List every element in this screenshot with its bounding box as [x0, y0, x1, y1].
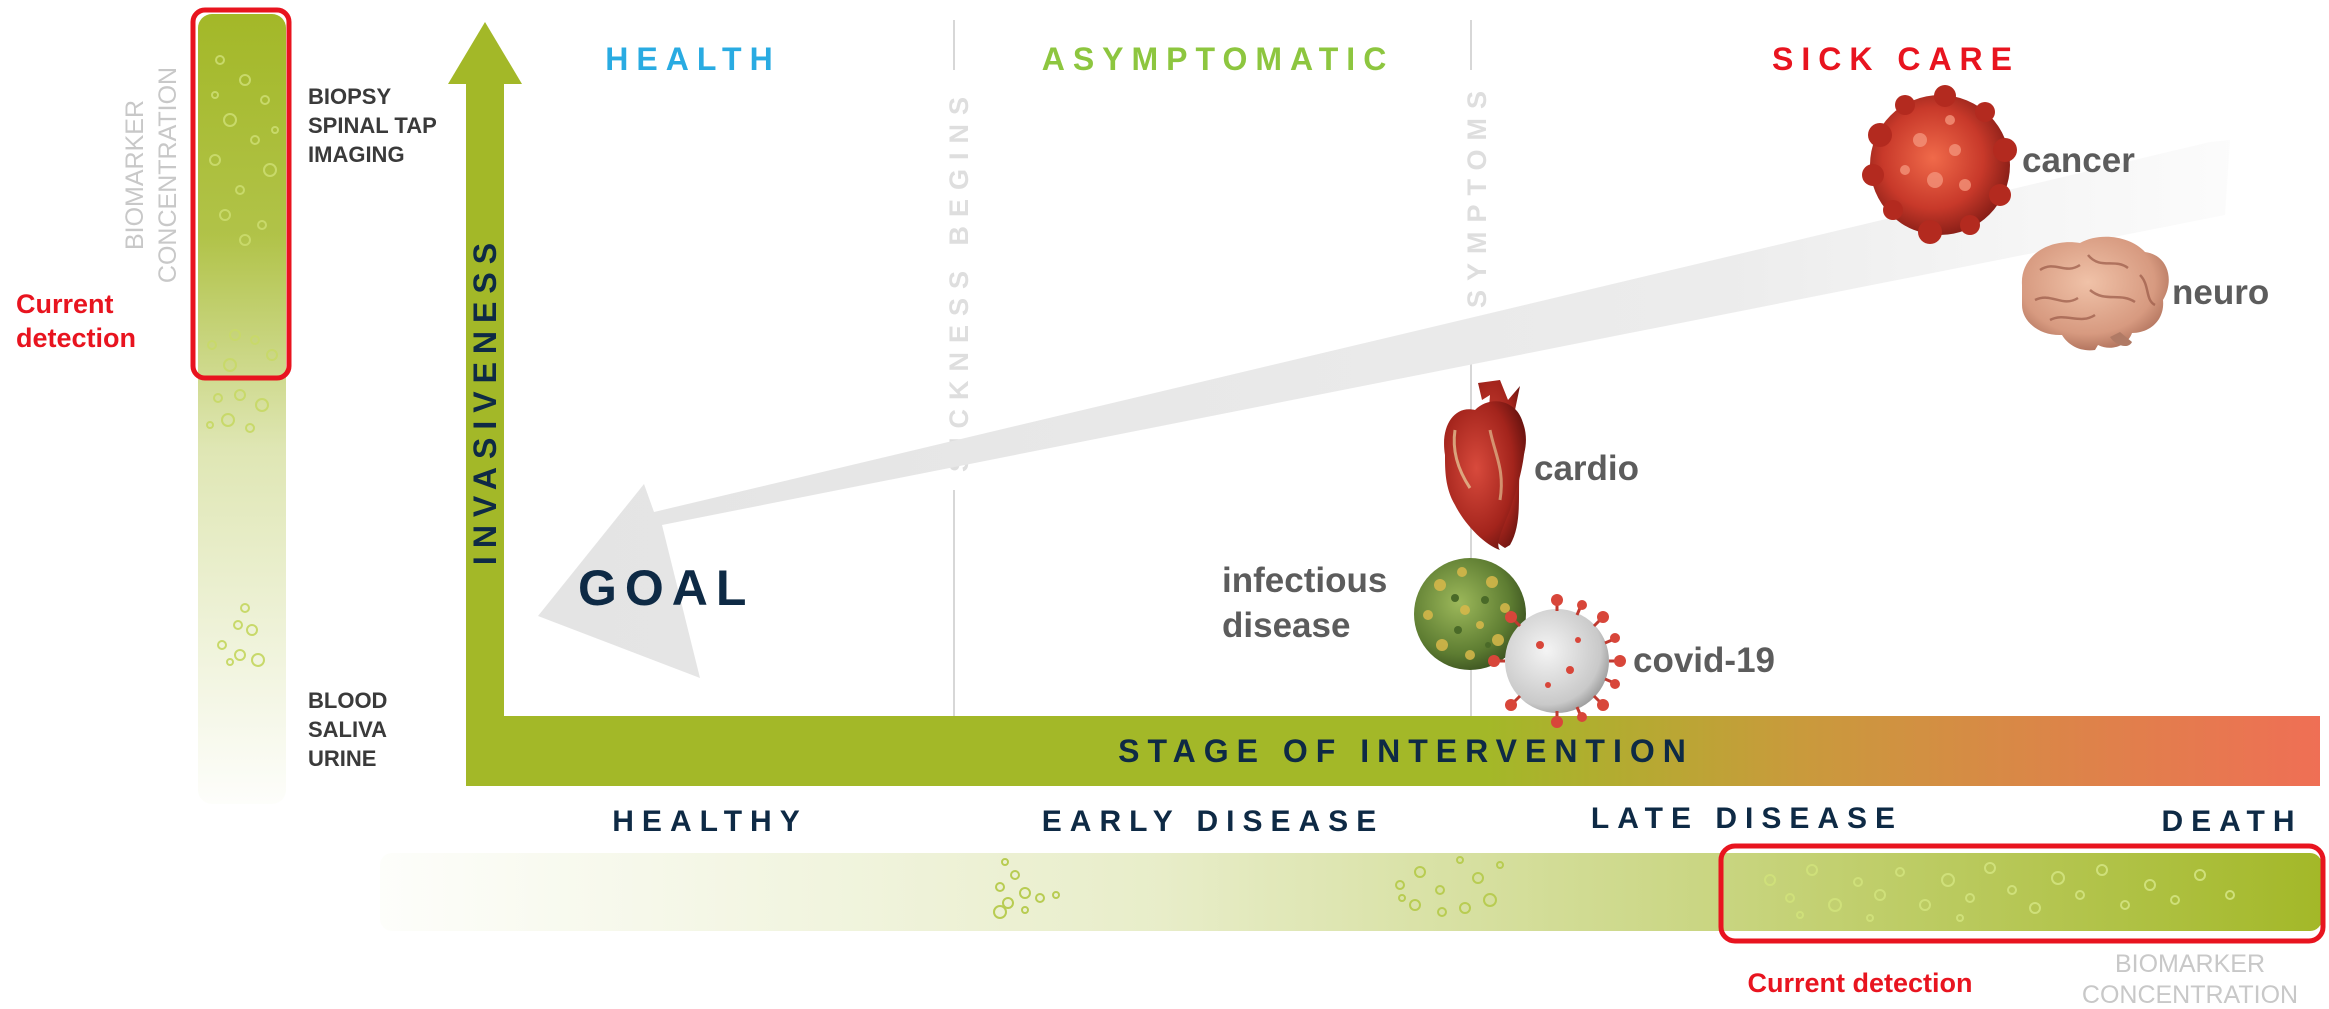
invasive-method-biopsy: BIOPSY: [308, 84, 391, 109]
stage-label-late-disease: LATE DISEASE: [1591, 802, 1903, 835]
disease-label-covid: covid-19: [1633, 641, 1775, 680]
bottom-biomarker-label-line1: BIOMARKER: [2115, 950, 2265, 978]
coronavirus-icon: [1488, 594, 1626, 728]
noninvasive-method-blood: BLOOD: [308, 688, 387, 713]
left-biomarker-bar: [198, 14, 286, 804]
left-current-detection-line1: Current: [16, 289, 114, 319]
disease-label-cancer: cancer: [2022, 141, 2135, 180]
stage-label-healthy: HEALTHY: [612, 805, 807, 838]
cancer-cell-icon: [1862, 85, 2017, 244]
goal-label: GOAL: [578, 560, 754, 616]
bottom-biomarker-bar: [380, 853, 2322, 931]
vertical-axis-bar: [466, 80, 504, 786]
bottom-biomarker-label-line2: CONCENTRATION: [2082, 981, 2298, 1009]
divider-label-sickness-begins: SICKNESS BEGINS: [944, 88, 974, 472]
phase-header-sick-care: SICK CARE: [1772, 41, 2020, 77]
heart-icon: [1444, 380, 1526, 550]
bottom-detected-dots: [1764, 862, 2235, 922]
goal-arrow: [538, 140, 2230, 678]
left-bar-dots: [206, 55, 279, 667]
noninvasive-methods-list: BLOOD SALIVA URINE: [308, 688, 387, 771]
brain-icon: [2021, 236, 2169, 351]
bottom-current-detection-box: [1718, 843, 2326, 944]
virus-icon: [1414, 558, 1526, 670]
bottom-current-detection-label: Current detection: [1747, 968, 1972, 998]
stage-label-early-disease: EARLY DISEASE: [1042, 805, 1384, 838]
vertical-axis-arrowhead: [448, 22, 522, 84]
horizontal-axis-label: STAGE OF INTERVENTION: [1118, 733, 1694, 769]
invasive-method-spinal-tap: SPINAL TAP: [308, 113, 437, 138]
invasive-methods-list: BIOPSY SPINAL TAP IMAGING: [308, 84, 437, 167]
noninvasive-method-urine: URINE: [308, 746, 376, 771]
disease-label-infectious-line2: disease: [1222, 606, 1350, 645]
left-current-detection-line2: detection: [16, 323, 136, 353]
left-current-detection-box: [190, 7, 292, 381]
disease-label-cardio: cardio: [1534, 449, 1639, 488]
phase-header-asymptomatic: ASYMPTOMATIC: [1042, 41, 1395, 77]
left-biomarker-label-line2: CONCENTRATION: [154, 67, 182, 283]
invasive-method-imaging: IMAGING: [308, 142, 405, 167]
disease-label-neuro: neuro: [2172, 273, 2269, 312]
bottom-bar-dots: [993, 856, 1504, 919]
left-biomarker-label-line1: BIOMARKER: [121, 100, 149, 250]
noninvasive-method-saliva: SALIVA: [308, 717, 387, 742]
phase-header-health: HEALTH: [605, 41, 780, 77]
vertical-axis-label: INVASIVENESS: [467, 235, 503, 565]
divider-label-symptoms: SYMPTOMS: [1462, 82, 1492, 308]
disease-label-infectious-line1: infectious: [1222, 561, 1387, 600]
stage-label-death: DEATH: [2161, 805, 2302, 838]
horizontal-axis-bar: [466, 716, 2320, 786]
